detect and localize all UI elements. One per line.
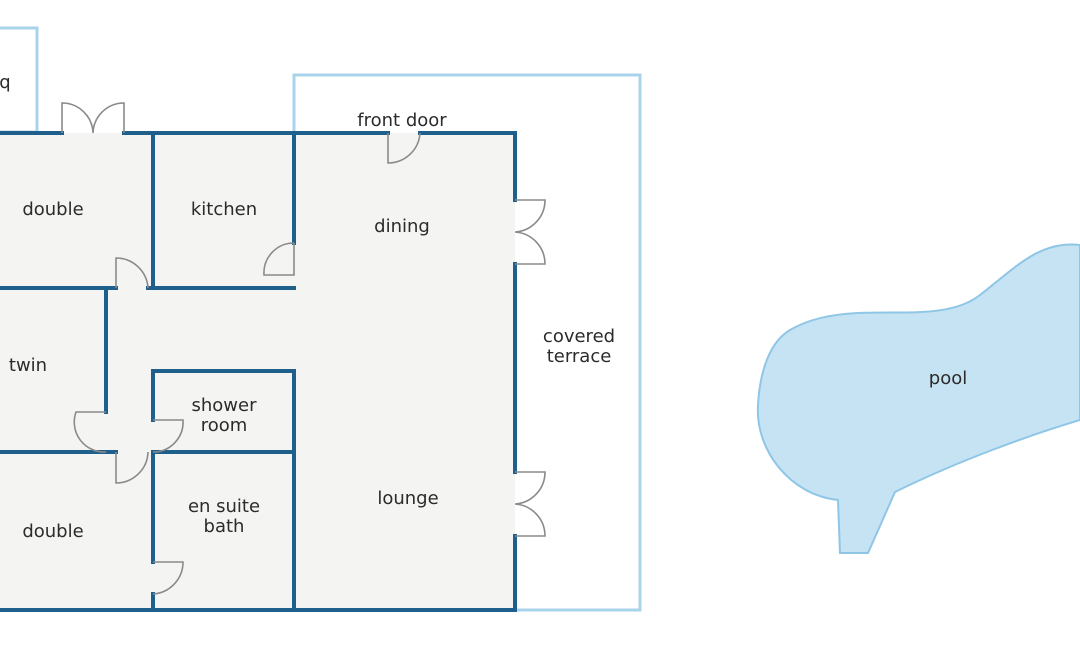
bbq-label: q: [0, 72, 11, 93]
pool: [756, 243, 1080, 554]
en-suite-label-line2: bath: [204, 516, 245, 537]
doors: [61, 102, 546, 595]
double-top-label: double: [22, 199, 83, 220]
covered-terrace-label-line1: covered: [543, 326, 615, 347]
double-door-bbq: [61, 102, 125, 134]
front-door: [387, 132, 421, 164]
walls: [0, 131, 517, 612]
shower-door: [152, 419, 184, 453]
front-door-label: front door: [357, 110, 447, 131]
pool-label: pool: [929, 368, 967, 389]
shower-room-label-line1: shower: [192, 395, 258, 416]
terrace-double-door-lounge: [514, 471, 546, 537]
kitchen-door: [263, 242, 295, 276]
en-suite-label-line1: en suite: [188, 496, 260, 517]
en-suite-door: [152, 561, 184, 595]
covered-terrace-label-line2: terrace: [547, 346, 612, 367]
lounge-label: lounge: [377, 488, 438, 509]
double-bottom-door: [115, 451, 149, 484]
double-top-door: [115, 257, 149, 289]
terrace-double-door-dining: [514, 199, 546, 265]
dining-label: dining: [374, 216, 430, 237]
twin-door: [73, 411, 107, 453]
shower-room-label-line2: room: [201, 415, 248, 436]
kitchen-label: kitchen: [191, 199, 257, 220]
twin-label: twin: [9, 355, 47, 376]
double-bottom-label: double: [22, 521, 83, 542]
